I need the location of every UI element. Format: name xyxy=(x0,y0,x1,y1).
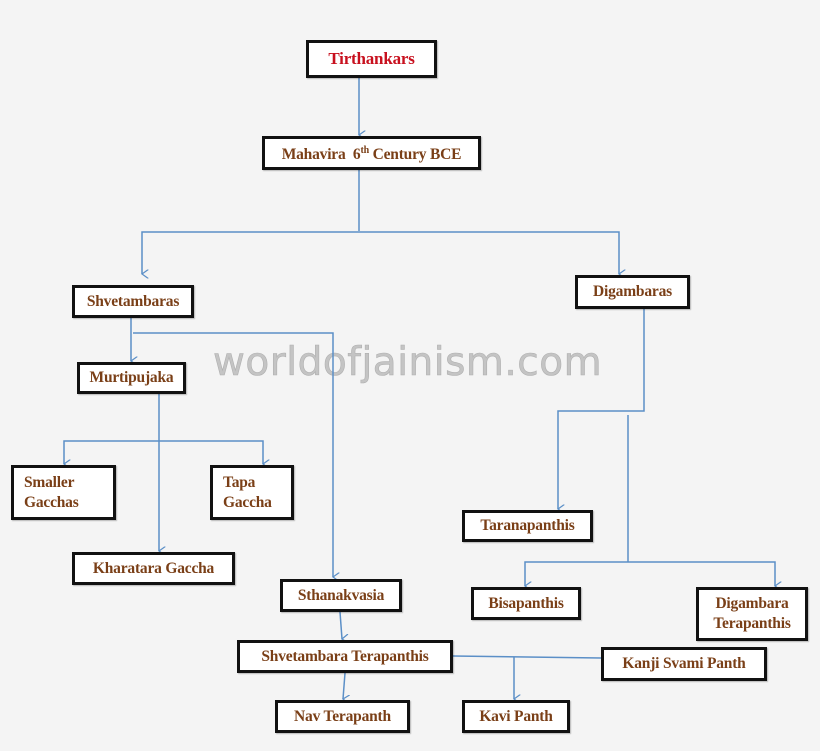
edge-mahavira-shvetambaras xyxy=(142,231,359,274)
node-taranapanthis: Taranapanthis xyxy=(462,510,593,542)
node-bisapanthis: Bisapanthis xyxy=(471,587,581,620)
node-kharatara-gaccha: Kharatara Gaccha xyxy=(72,552,235,585)
edge-sthanakvasia-terapanthis xyxy=(339,611,342,639)
node-shvetambaras: Shvetambaras xyxy=(72,285,194,318)
node-label: Kharatara Gaccha xyxy=(92,559,215,577)
node-label: Kavi Panth xyxy=(479,707,553,725)
node-sthanakvasia: Sthanakvasia xyxy=(280,579,402,612)
node-label: Sthanakvasia xyxy=(297,586,385,604)
node-shvetambara-terapanthis: Shvetambara Terapanthis xyxy=(237,640,453,673)
node-murtipujaka: Murtipujaka xyxy=(77,362,186,394)
watermark-text: worldofjainism.com xyxy=(213,340,603,386)
node-nav-terapanth: Nav Terapanth xyxy=(275,700,410,733)
edge-digambaras-digterapanthis xyxy=(628,561,775,586)
edge-terapanthis-kanji xyxy=(452,655,602,659)
node-mahavira: Mahavira 6th Century BCE xyxy=(262,136,481,170)
edge-digambaras-bisapanthis xyxy=(525,561,628,586)
node-kanji-svami-panth: Kanji Svami Panth xyxy=(601,647,767,681)
edge-murtipujaka-tapa xyxy=(159,440,263,464)
node-tirthankars: Tirthankars xyxy=(306,40,437,78)
node-kavi-panth: Kavi Panth xyxy=(462,700,570,733)
edge-mahavira-digambaras xyxy=(359,231,619,274)
node-label: Tirthankars xyxy=(328,49,415,68)
node-label: Digambaras xyxy=(593,283,672,300)
edge-terapanthis-nav xyxy=(343,672,345,699)
edge-shvetambaras-sthanakvasia xyxy=(133,332,333,577)
node-label: Shvetambaras xyxy=(86,292,180,310)
edge-murtipujaka-smaller xyxy=(64,440,159,464)
node-digambaras: Digambaras xyxy=(575,275,690,309)
edge-digambaras-taranapanthis xyxy=(558,309,645,509)
node-label: Murtipujaka xyxy=(89,369,174,386)
node-label: Bisapanthis xyxy=(488,594,564,612)
node-label: Taranapanthis xyxy=(480,517,575,534)
node-label: Nav Terapanth xyxy=(294,707,391,725)
node-label: Shvetambara Terapanthis xyxy=(261,647,429,665)
node-label: Mahavira 6th Century BCE xyxy=(281,145,462,163)
node-label: Kanji Svami Panth xyxy=(622,655,746,672)
